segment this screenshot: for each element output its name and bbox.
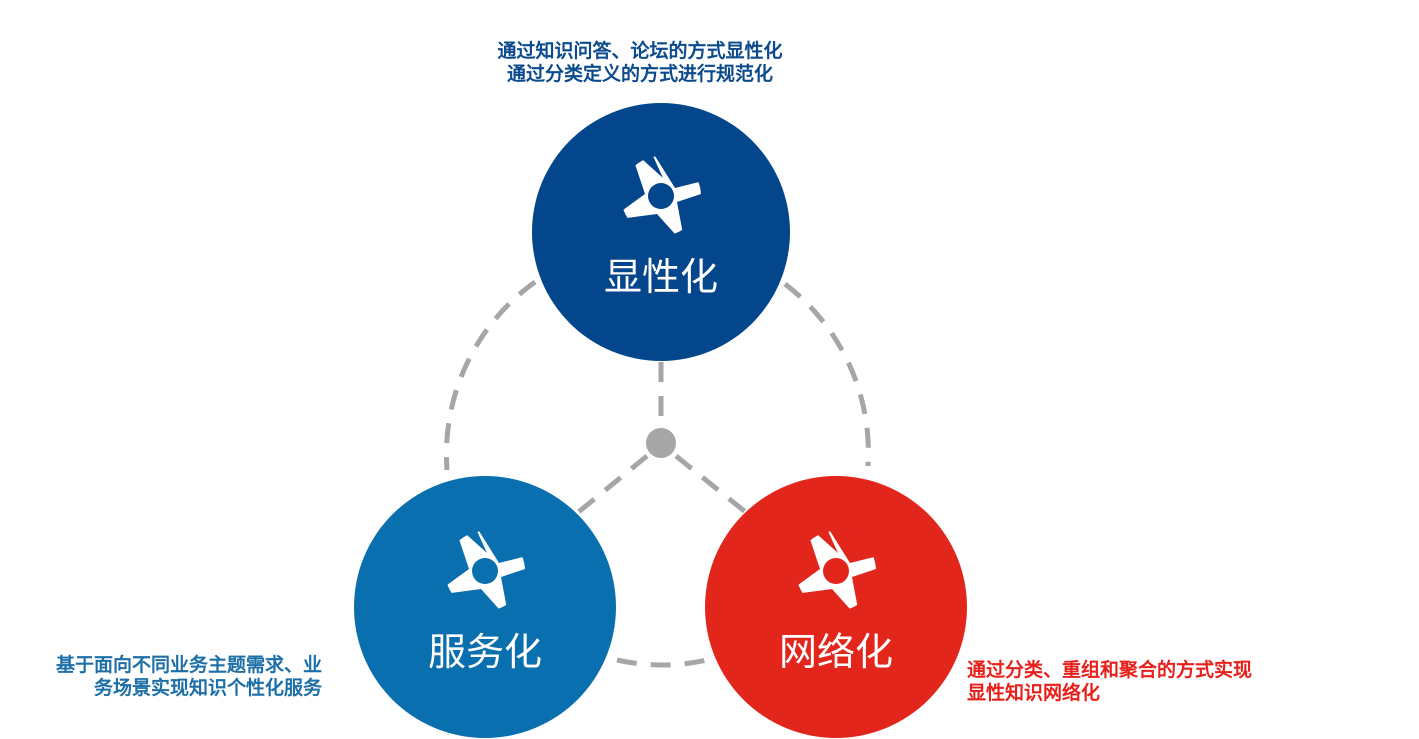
note-top-line2: 通过分类定义的方式进行规范化 — [506, 63, 773, 85]
node-top: 显性化 — [532, 103, 790, 361]
node-top-label: 显性化 — [604, 255, 718, 299]
hub-dot — [646, 428, 676, 458]
note-top-line1: 通过知识问答、论坛的方式显性化 — [497, 40, 783, 62]
note-right-line1: 通过分类、重组和聚合的方式实现 — [967, 659, 1253, 681]
node-left-label: 服务化 — [428, 630, 542, 674]
node-right: 网络化 — [705, 476, 967, 738]
arc-bottom — [616, 657, 708, 668]
aperture-icon — [444, 530, 526, 612]
note-left-line1: 基于面向不同业务主题需求、业 — [55, 654, 322, 676]
node-left: 服务化 — [354, 476, 616, 738]
node-right-label: 网络化 — [779, 630, 893, 674]
note-right: 通过分类、重组和聚合的方式实现 显性知识网络化 — [967, 659, 1297, 705]
spoke-left — [574, 454, 649, 516]
spoke-right — [674, 454, 750, 516]
outer-ring — [443, 279, 871, 668]
arc-top-left — [443, 279, 537, 471]
aperture-icon — [795, 530, 877, 612]
aperture-icon — [620, 155, 702, 237]
spokes — [574, 362, 750, 516]
arc-top-right — [783, 282, 871, 467]
note-top: 通过知识问答、论坛的方式显性化 通过分类定义的方式进行规范化 — [440, 40, 840, 86]
note-right-line2: 显性知识网络化 — [967, 682, 1101, 704]
note-left: 基于面向不同业务主题需求、业 务场景实现知识个性化服务 — [0, 654, 322, 700]
note-left-line2: 务场景实现知识个性化服务 — [93, 677, 322, 699]
